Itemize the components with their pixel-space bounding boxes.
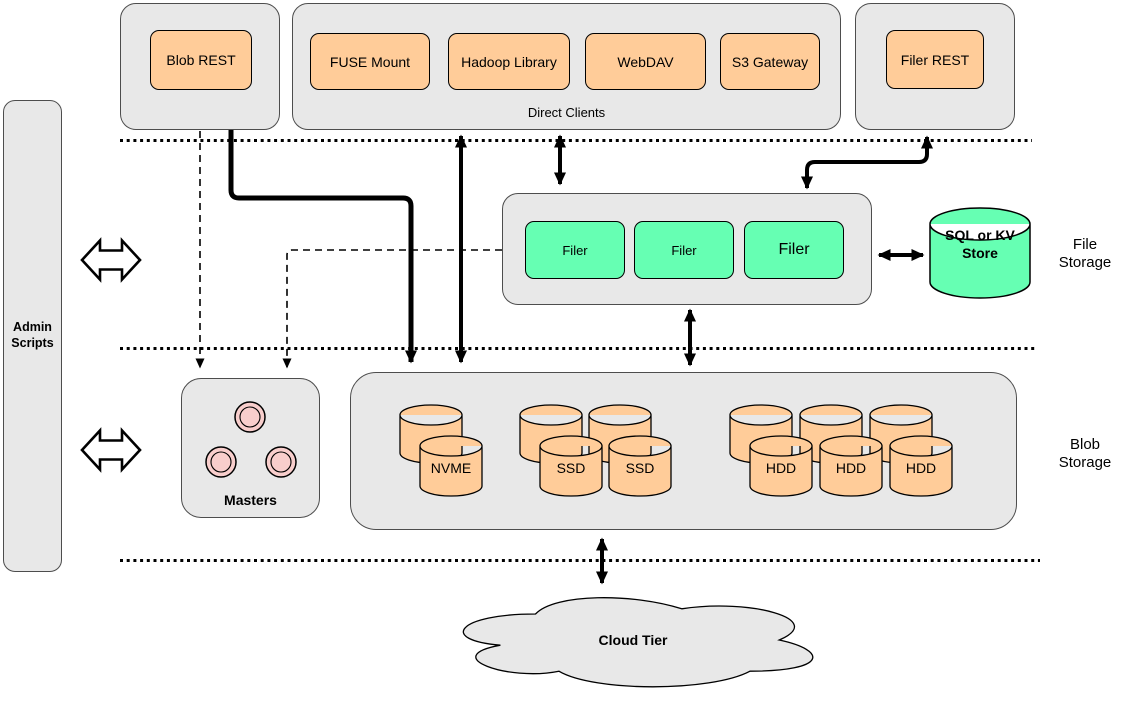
- filer-node-3-label: Filer: [778, 241, 810, 258]
- nvme-disk-icon: [419, 435, 483, 497]
- nvme-disk-back-icon: [399, 404, 463, 464]
- ssd-disk-back-icon: [519, 404, 583, 464]
- sql-kv-store-icon: [929, 207, 1031, 299]
- master-node-icons: [205, 401, 297, 478]
- blob-rest-node: Blob REST: [150, 30, 252, 90]
- hadoop-library-label: Hadoop Library: [461, 53, 557, 70]
- blob-rest-label: Blob REST: [166, 52, 236, 68]
- ssd-label: SSD: [625, 460, 655, 476]
- filer-rest-node: Filer REST: [886, 30, 984, 89]
- blob-rest-to-blob-storage-arrow: [228, 130, 417, 364]
- hdd-label: HDD: [905, 460, 937, 476]
- admin-blob-storage-arrow-icon: [80, 427, 142, 473]
- ssd-label: SSD: [556, 460, 586, 476]
- nvme-label: NVME: [430, 460, 472, 476]
- ssd-disk-icon: [539, 435, 603, 497]
- webdav-label: WebDAV: [617, 53, 674, 70]
- ssd-disk-icon: [608, 435, 672, 497]
- direct-clients-caption: Direct Clients: [527, 105, 606, 120]
- admin-scripts-node: Admin Scripts: [3, 100, 62, 572]
- webdav-node: WebDAV: [585, 33, 706, 90]
- file-storage-tier-label: File Storage: [1058, 236, 1112, 272]
- filer-node-1: Filer: [525, 221, 625, 279]
- filer-node-3: Filer: [744, 221, 844, 279]
- hdd-disk-icon: [819, 435, 883, 497]
- fuse-mount-node: FUSE Mount: [310, 33, 430, 90]
- s3-gateway-label: S3 Gateway: [731, 53, 809, 70]
- filer-to-filer-rest-double-arrow: [801, 135, 933, 190]
- hdd-disk-icon: [749, 435, 813, 497]
- filer-rest-label: Filer REST: [900, 51, 970, 68]
- filer-node-2: Filer: [634, 221, 734, 279]
- hdd-disk-icon: [889, 435, 953, 497]
- hdd-label: HDD: [835, 460, 867, 476]
- blob-storage-tier-label: Blob Storage: [1058, 436, 1112, 472]
- cloud-tier-icon: [462, 597, 814, 688]
- sql-kv-store-label: SQL or KV Store: [945, 227, 1015, 262]
- fuse-mount-label: FUSE Mount: [329, 53, 411, 70]
- admin-scripts-label: Admin Scripts: [11, 320, 54, 350]
- masters-label: Masters: [224, 492, 277, 508]
- hdd-label: HDD: [765, 460, 797, 476]
- filer-node-2-label: Filer: [671, 242, 697, 258]
- hdd-disk-back-icon: [729, 404, 793, 464]
- filer-node-1-label: Filer: [562, 242, 588, 258]
- s3-gateway-node: S3 Gateway: [720, 33, 820, 90]
- filer-to-masters-dashed-arrow: [282, 249, 502, 369]
- admin-file-storage-arrow-icon: [80, 237, 142, 283]
- hadoop-library-node: Hadoop Library: [448, 33, 570, 90]
- cloud-tier-label: Cloud Tier: [598, 632, 668, 648]
